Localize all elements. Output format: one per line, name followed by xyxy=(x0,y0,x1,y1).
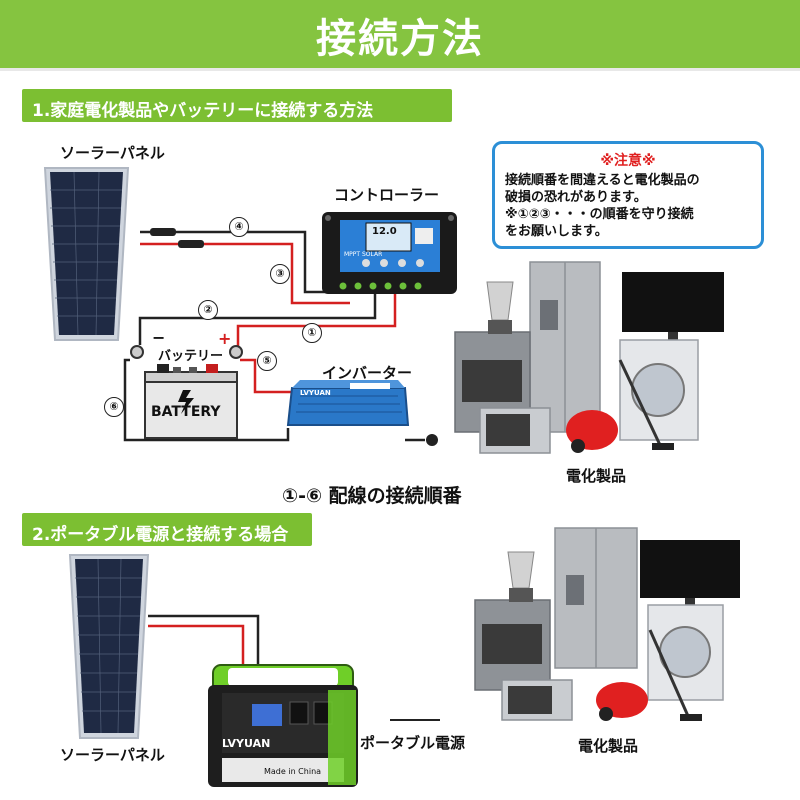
controller-label: コントローラー xyxy=(334,186,440,204)
solar-panel-label-2: ソーラーパネル xyxy=(60,746,165,764)
panel-connectors xyxy=(150,228,204,248)
battery-label: バッテリー xyxy=(158,349,224,364)
appliances-illustration xyxy=(454,261,724,454)
inverter xyxy=(286,380,438,446)
appliances-label-2: 電化製品 xyxy=(578,737,639,755)
solar-panel-label: ソーラーパネル xyxy=(60,144,165,162)
step-4: ④ xyxy=(229,217,249,237)
controller-brand: MPPT SOLAR xyxy=(344,251,383,258)
section2-heading: 2.ポータブル電源と接続する場合 xyxy=(22,513,312,546)
step-5: ⑤ xyxy=(257,351,277,371)
wires-2 xyxy=(148,614,440,721)
appliances-label: 電化製品 xyxy=(566,467,627,485)
battery-clamps xyxy=(130,345,243,359)
step-6: ⑥ xyxy=(104,397,124,417)
page-title: 接続方法 xyxy=(316,16,484,62)
solar-panel-2 xyxy=(68,554,150,739)
inverter-label: インバーター xyxy=(322,364,413,382)
plus-sign: + xyxy=(218,329,232,348)
battery-text: BATTERY xyxy=(151,404,221,420)
warning-line: 接続順番を間違えると電化製品の xyxy=(505,173,700,188)
solar-panel-1 xyxy=(43,167,130,341)
step-2: ② xyxy=(198,300,218,320)
wiring-sequence-caption: ①-⑥ 配線の接続順番 xyxy=(282,485,462,507)
warning-line: 破損の恐れがあります。 xyxy=(505,190,647,205)
controller-screen: 12.0 xyxy=(372,226,397,237)
portable-power-station xyxy=(208,664,358,787)
warning-box: ※注意※ 接続順番を間違えると電化製品の 破損の恐れがあります。 ※①②③・・・… xyxy=(492,141,764,249)
made-in-text: Made in China xyxy=(264,767,322,776)
minus-sign: − xyxy=(152,328,166,347)
inverter-brand: LVYUAN xyxy=(300,389,331,397)
title-band xyxy=(0,0,800,71)
charge-controller xyxy=(322,212,457,294)
step-1: ① xyxy=(302,323,322,343)
warning-title: ※注意※ xyxy=(600,153,656,169)
portable-power-label: ポータブル電源 xyxy=(360,734,466,752)
battery xyxy=(144,364,238,439)
warning-line: ※①②③・・・の順番を守り接続 xyxy=(505,207,694,222)
power-station-brand: LVYUAN xyxy=(222,737,271,750)
appliances-illustration-2 xyxy=(474,527,740,721)
step-3: ③ xyxy=(270,264,290,284)
section1-heading: 1.家庭電化製品やバッテリーに接続する方法 xyxy=(22,89,452,122)
warning-line: をお願いします。 xyxy=(505,224,608,239)
